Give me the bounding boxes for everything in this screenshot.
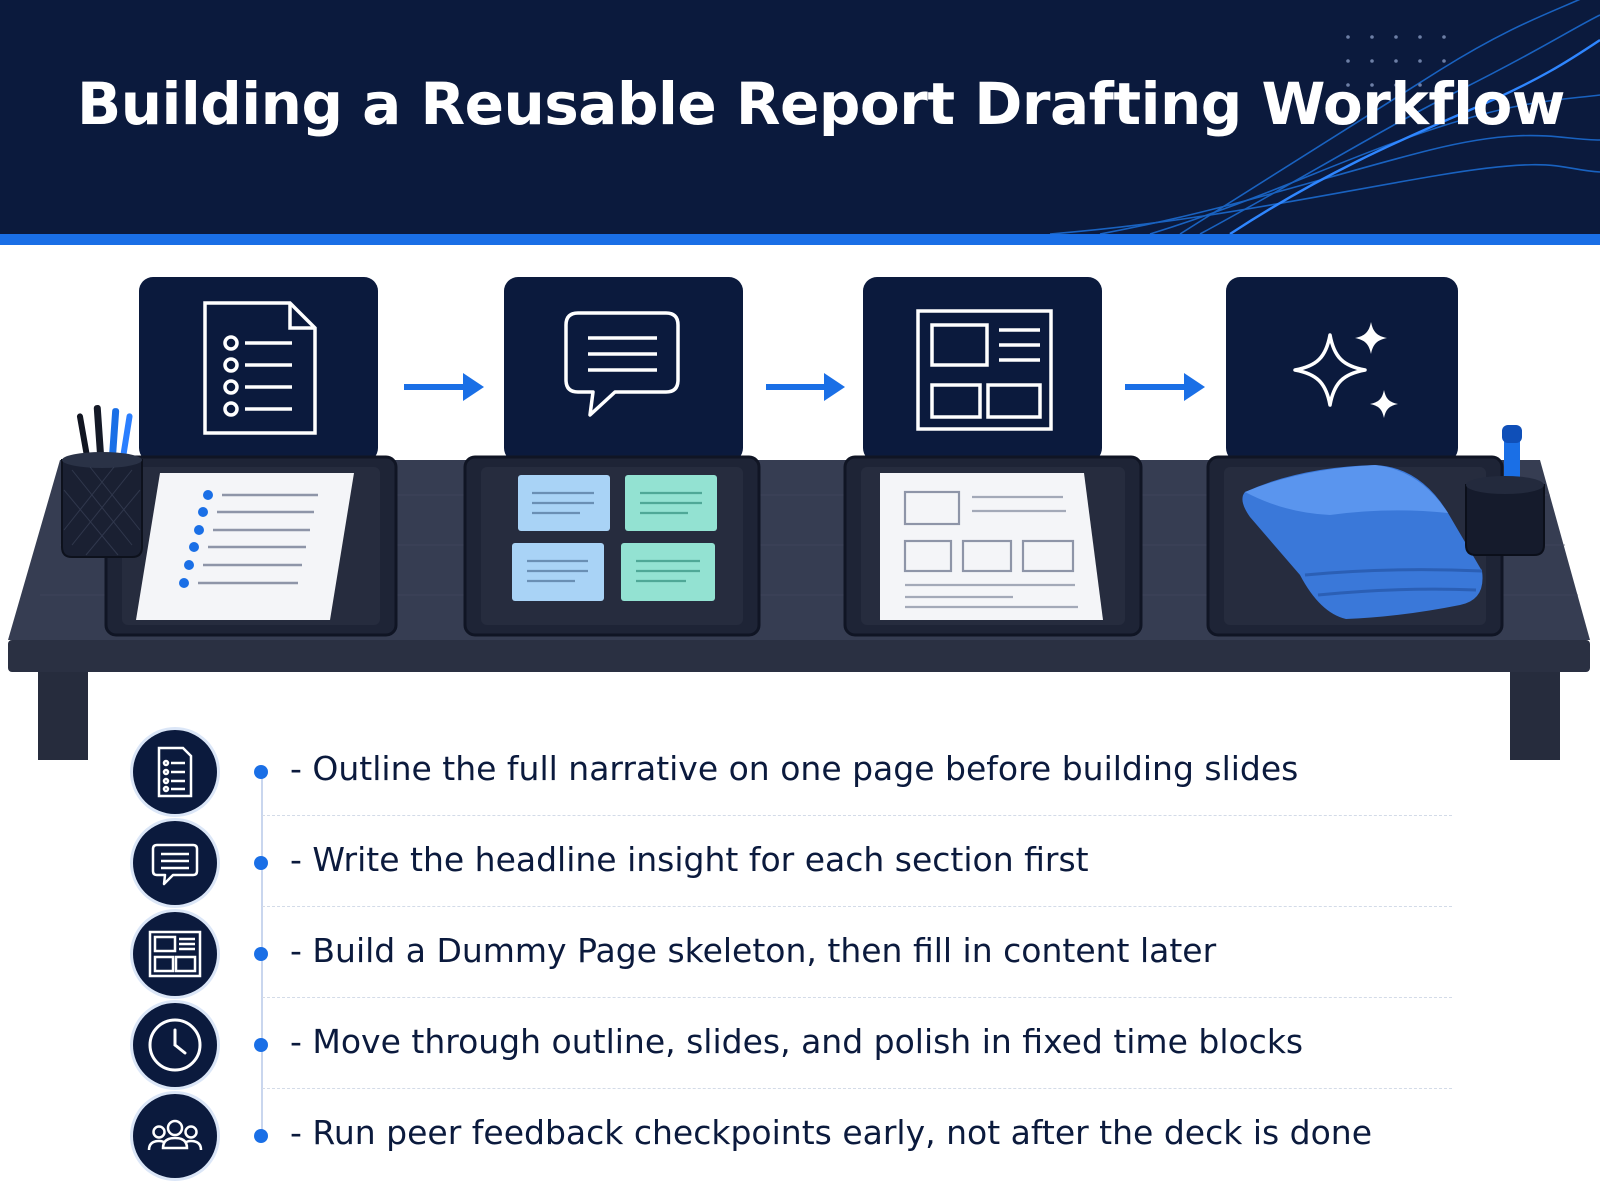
step-bullet [254, 765, 268, 779]
speech-bubble-icon [564, 311, 680, 417]
header-banner: Building a Reusable Report Drafting Work… [0, 0, 1600, 234]
step-item-feedback: - Run peer feedback checkpoints early, n… [0, 1091, 1600, 1181]
stage-card-outline [139, 277, 378, 462]
pen-holder [1465, 425, 1545, 556]
step-divider [262, 815, 1452, 816]
step-bullet [254, 856, 268, 870]
step-bullet [254, 1038, 268, 1052]
sparkle-icon [1293, 333, 1367, 407]
step-badge [133, 821, 217, 905]
desk-leg-right [1510, 670, 1560, 760]
page-title: Building a Reusable Report Drafting Work… [77, 70, 1565, 138]
speech-bubble-icon [151, 843, 199, 886]
decorative-waves [1049, 0, 1600, 234]
page-layout-icon [148, 930, 202, 978]
people-group-icon [147, 1119, 203, 1151]
step-text: - Outline the full narrative on one page… [290, 749, 1299, 788]
outline-document-icon [157, 746, 193, 798]
step-divider [262, 906, 1452, 907]
arrow-icon [404, 373, 484, 401]
step-bullet [254, 1129, 268, 1143]
step-item-timeblocks: - Move through outline, slides, and poli… [0, 1000, 1600, 1090]
step-item-outline: - Outline the full narrative on one page… [0, 727, 1600, 817]
header-accent-bar [0, 234, 1600, 245]
tray-polish [1206, 455, 1504, 637]
tray-outline [104, 455, 398, 637]
stage-card-skeleton [863, 277, 1102, 462]
tray-sticky-notes [463, 455, 761, 637]
page-layout-icon [916, 309, 1053, 431]
step-text: - Write the headline insight for each se… [290, 840, 1089, 879]
workflow-desk-scene [0, 245, 1600, 765]
step-divider [262, 1088, 1452, 1089]
desk-front-edge [8, 640, 1590, 672]
arrow-icon [1125, 373, 1205, 401]
step-text: - Move through outline, slides, and poli… [290, 1022, 1304, 1061]
step-text: - Run peer feedback checkpoints early, n… [290, 1113, 1373, 1152]
skeleton-paper [880, 473, 1103, 620]
stage-card-polish [1226, 277, 1458, 462]
step-divider [262, 997, 1452, 998]
step-item-headline: - Write the headline insight for each se… [0, 818, 1600, 908]
outline-document-icon [203, 301, 317, 435]
tray-skeleton [843, 455, 1143, 637]
step-item-skeleton: - Build a Dummy Page skeleton, then fill… [0, 909, 1600, 999]
stage-card-headline [504, 277, 743, 462]
arrow-icon [766, 373, 845, 401]
step-badge [133, 912, 217, 996]
pen-holder [61, 405, 143, 558]
step-bullet [254, 947, 268, 961]
desk-leg-left [38, 670, 88, 760]
step-badge [133, 730, 217, 814]
clock-icon [148, 1018, 202, 1072]
step-badge [133, 1003, 217, 1087]
step-badge [133, 1094, 217, 1178]
step-text: - Build a Dummy Page skeleton, then fill… [290, 931, 1217, 970]
